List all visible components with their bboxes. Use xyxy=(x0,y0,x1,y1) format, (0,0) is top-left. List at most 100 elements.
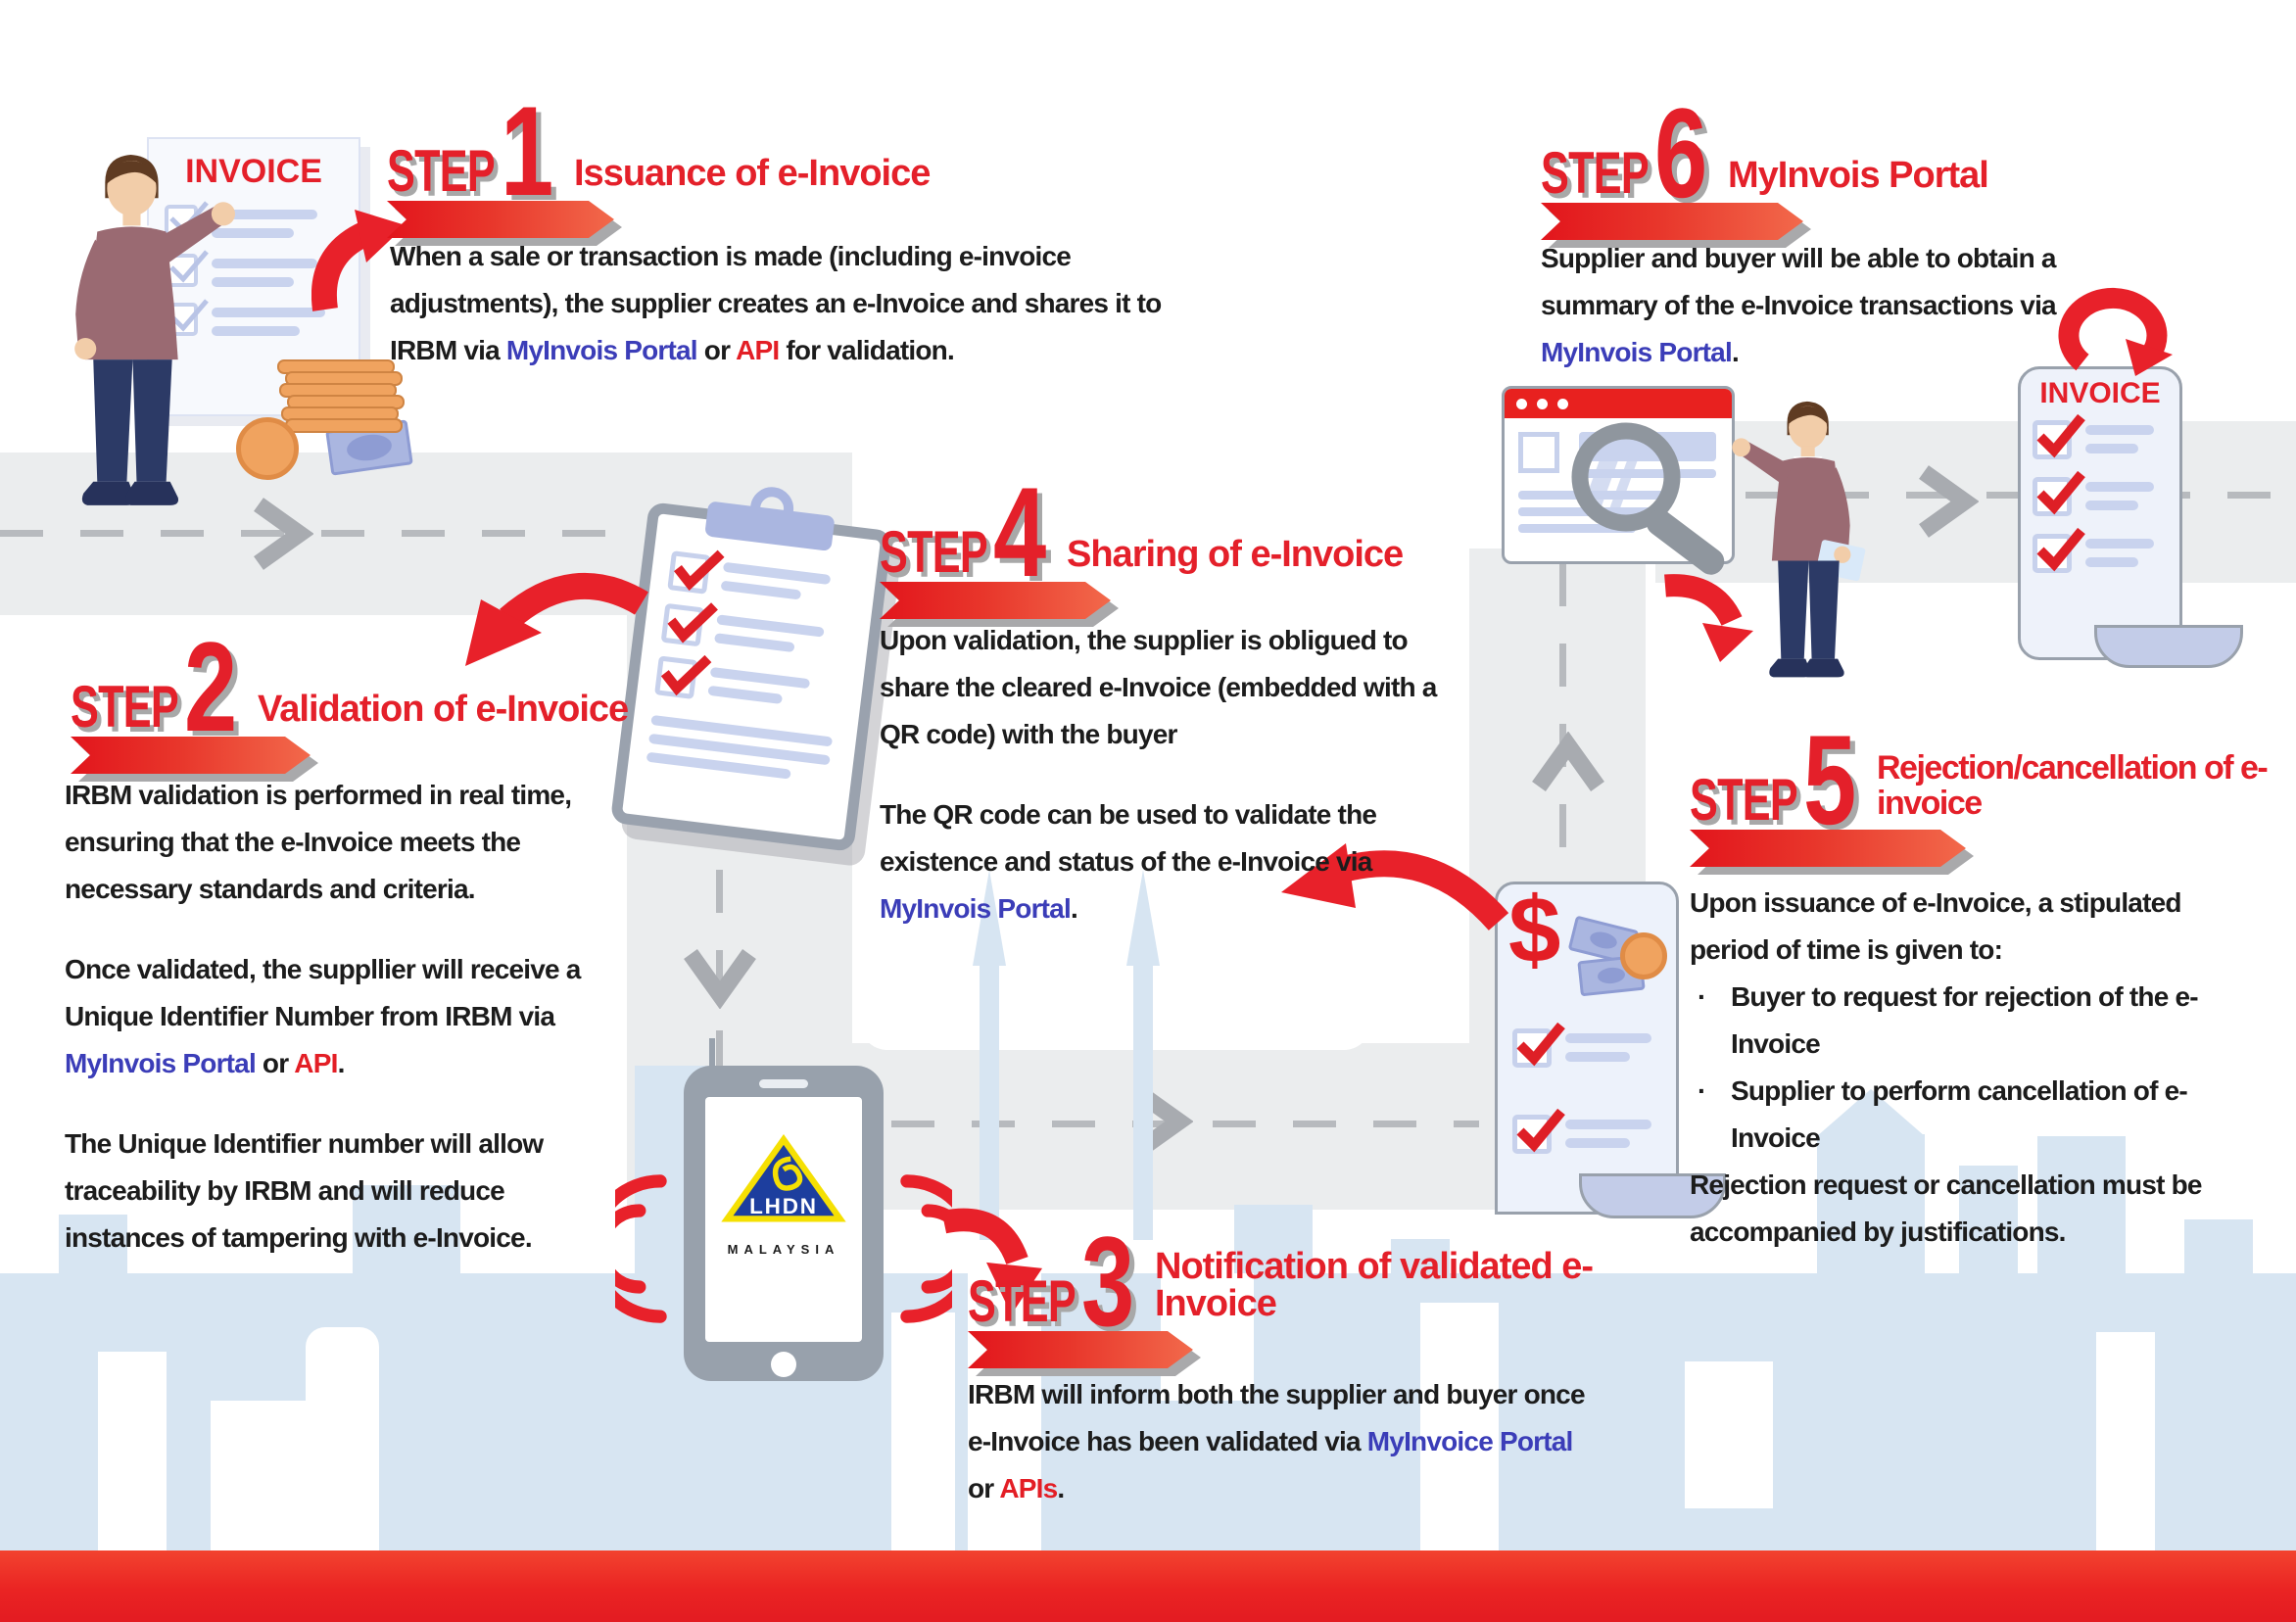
arrow-circular-icon xyxy=(2058,287,2173,376)
skyline-tower xyxy=(353,1185,460,1283)
skyline-tower xyxy=(1234,1205,1313,1283)
paragraph: IRBM validation is performed in real tim… xyxy=(65,780,572,904)
road-chevron-right-icon xyxy=(1910,462,1980,541)
step-title: Rejection/cancellation of e-invoice xyxy=(1877,749,2269,822)
step-ribbon-arrow xyxy=(968,1331,1193,1368)
skyline-tower xyxy=(59,1215,127,1283)
lhdn-logo-icon: LHDN xyxy=(721,1134,846,1222)
paragraph: Rejection request or cancellation must b… xyxy=(1690,1169,2202,1247)
paragraph: Upon validation, the supplier is obligue… xyxy=(880,625,1437,749)
skyline-tower xyxy=(1391,1239,1450,1283)
window-dot-icon xyxy=(1516,398,1527,409)
arrow-step6-down-icon xyxy=(1664,574,1753,662)
step5-heading: STEP 5 Rejection/cancellation of e-invoi… xyxy=(1690,716,2296,867)
money-illustration xyxy=(236,359,465,512)
paragraph: When a sale or transaction is made (incl… xyxy=(390,241,1162,365)
checkbox-checked-icon xyxy=(2033,527,2085,573)
coin-stack-icon xyxy=(285,418,403,433)
checkbox-checked-icon xyxy=(654,654,712,699)
step-ribbon-arrow xyxy=(71,737,311,774)
step-label: STEP xyxy=(968,1268,1076,1334)
signal-waves-left-icon xyxy=(615,1174,667,1323)
step6-heading: STEP 6 MyInvois Portal xyxy=(1541,81,1989,240)
invoice-document-title: INVOICE xyxy=(185,153,322,190)
paragraph: Upon issuance of e-Invoice, a stipulated… xyxy=(1690,887,2181,965)
skyline-building-cutout xyxy=(306,1327,379,1550)
road-dash-line xyxy=(1665,492,2296,499)
step-number: 4 xyxy=(993,460,1047,603)
receipt-curl xyxy=(1579,1173,1726,1218)
skyline-building-cutout xyxy=(891,1312,955,1550)
step-label: STEP xyxy=(1541,140,1650,206)
step-title: MyInvois Portal xyxy=(1728,155,1989,196)
step3-body: IRBM will inform both the supplier and b… xyxy=(968,1371,1604,1512)
checklist-row xyxy=(660,602,852,665)
road-chevron-up-icon xyxy=(1529,731,1607,800)
paragraph: Once validated, the suppllier will recei… xyxy=(65,954,581,1078)
checklist-row xyxy=(667,549,858,612)
skyline-spire-body xyxy=(980,964,999,1240)
supplier-person xyxy=(74,155,235,505)
bullet-item: Supplier to perform cancellation of e-In… xyxy=(1690,1068,2224,1162)
road-dash-line xyxy=(716,549,723,1190)
skyline-building-cutout xyxy=(2096,1332,2155,1550)
step1-body: When a sale or transaction is made (incl… xyxy=(390,233,1173,374)
skyline-tower xyxy=(2184,1219,2253,1280)
phone-screen: LHDN MALAYSIA xyxy=(705,1097,862,1342)
skyline-band xyxy=(0,1273,2296,1550)
step5-body: Upon issuance of e-Invoice, a stipulated… xyxy=(1690,880,2224,1256)
paragraph: The QR code can be used to validate the … xyxy=(880,799,1377,924)
skyline-spire xyxy=(973,870,1006,966)
buyer-person xyxy=(1732,401,1866,678)
thumbnail-placeholder xyxy=(1518,432,1559,473)
step6-body: Supplier and buyer will be able to obtai… xyxy=(1541,235,2168,376)
checklist-row xyxy=(1512,1108,1651,1154)
step-number: 3 xyxy=(1081,1210,1135,1353)
step-label: STEP xyxy=(387,138,496,204)
invoice-scroll-title: INVOICE xyxy=(2039,377,2161,409)
step4-panel xyxy=(860,478,1371,1050)
skyline-building-cutout xyxy=(1420,1303,1499,1550)
checkbox-checked-icon xyxy=(1512,1108,1565,1154)
step-number: 2 xyxy=(184,615,238,758)
road-dash-line xyxy=(0,530,627,537)
step-title: Sharing of e-Invoice xyxy=(1067,534,1404,575)
paragraph: The Unique Identifier number will allow … xyxy=(65,1128,544,1253)
road-chevron-right-icon xyxy=(245,495,314,573)
checklist-row xyxy=(654,654,845,717)
coin-icon xyxy=(236,417,299,480)
arrow-step3-icon xyxy=(941,1208,1043,1315)
paragraph: Supplier and buyer will be able to obtai… xyxy=(1541,243,2057,367)
phone-home-button xyxy=(771,1352,796,1377)
checkbox-checked-icon xyxy=(660,602,718,647)
skyline-building-cutout xyxy=(98,1352,167,1550)
step2-body: IRBM validation is performed in real tim… xyxy=(65,772,584,1262)
phone-speaker xyxy=(759,1079,808,1088)
skyline-building-cutout xyxy=(1685,1361,1773,1508)
skyline-spire-body xyxy=(1133,964,1153,1240)
checkbox-checked-icon xyxy=(2033,413,2085,459)
step4-heading: STEP 4 Sharing of e-Invoice xyxy=(880,460,1404,619)
checkbox-checked-icon xyxy=(1512,1022,1565,1068)
checkbox-checked-icon xyxy=(2033,470,2085,516)
checklist-row xyxy=(2033,470,2168,516)
myinvois-browser-window xyxy=(1502,386,1735,575)
step-title: Validation of e-Invoice xyxy=(258,689,629,730)
lhdn-phone: LHDN MALAYSIA xyxy=(615,1036,952,1389)
step-title: Notification of validated e-Invoice xyxy=(1155,1246,1594,1324)
paragraph: IRBM will inform both the supplier and b… xyxy=(968,1379,1586,1503)
bullet-item: Buyer to request for rejection of the e-… xyxy=(1690,974,2224,1068)
checklist-row xyxy=(1512,1022,1651,1068)
step3-heading: STEP 3 Notification of validated e-Invoi… xyxy=(968,1210,1605,1368)
checkbox-checked-icon xyxy=(667,549,725,595)
step-title: Issuance of e-Invoice xyxy=(574,153,931,194)
checklist-row xyxy=(2033,527,2168,573)
coin-icon xyxy=(1620,932,1667,979)
arrow-step5-icon xyxy=(1281,843,1509,931)
validation-clipboard xyxy=(609,484,893,853)
step-number: 6 xyxy=(1654,81,1708,224)
arrow-step2-icon xyxy=(465,572,648,666)
dollar-sign: $ xyxy=(1508,878,1561,982)
step2-heading: STEP 2 Validation of e-Invoice xyxy=(71,615,629,774)
